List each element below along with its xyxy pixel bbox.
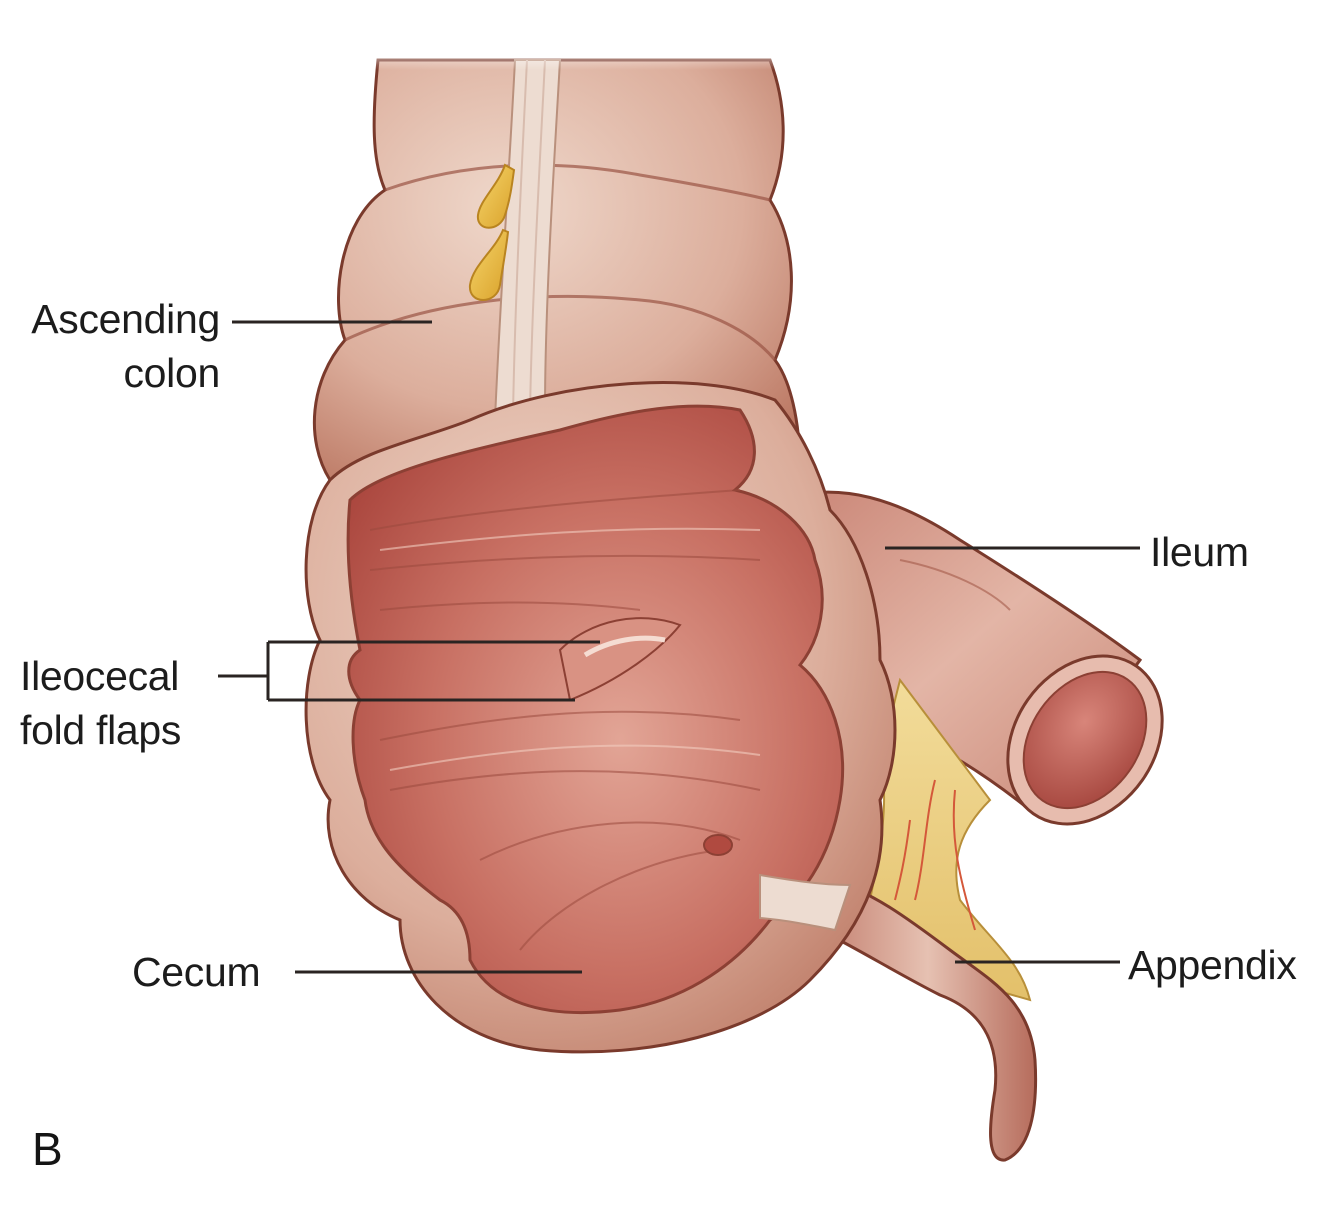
- fat-tag: [476, 163, 516, 229]
- label-ileocecal-fold-flaps: Ileocecal fold flaps: [20, 649, 181, 757]
- label-appendix-text: Appendix: [1128, 942, 1297, 988]
- label-ascending-colon-line1: Ascending: [31, 296, 220, 342]
- leader-ileocecal-fold-flaps: [218, 640, 600, 702]
- label-ascending-colon-line2: colon: [123, 350, 220, 396]
- appendix: [818, 878, 1038, 1162]
- label-ascending-colon: Ascending colon: [0, 292, 220, 400]
- label-ileocecal-line2: fold flaps: [20, 707, 182, 753]
- label-ileocecal-line1: Ileocecal: [20, 653, 180, 699]
- cecum: [304, 381, 897, 1054]
- label-cecum-text: Cecum: [132, 949, 261, 995]
- label-ileum: Ileum: [1150, 525, 1249, 579]
- fat-tag: [468, 228, 510, 301]
- appendix-orifice: [703, 834, 733, 856]
- ascending-colon: [300, 40, 820, 482]
- ileum: [778, 490, 1164, 826]
- label-cecum: Cecum: [132, 945, 261, 999]
- label-ileum-text: Ileum: [1150, 529, 1249, 575]
- label-appendix: Appendix: [1128, 938, 1297, 992]
- panel-letter: B: [32, 1123, 63, 1175]
- leader-lines: [218, 320, 1140, 974]
